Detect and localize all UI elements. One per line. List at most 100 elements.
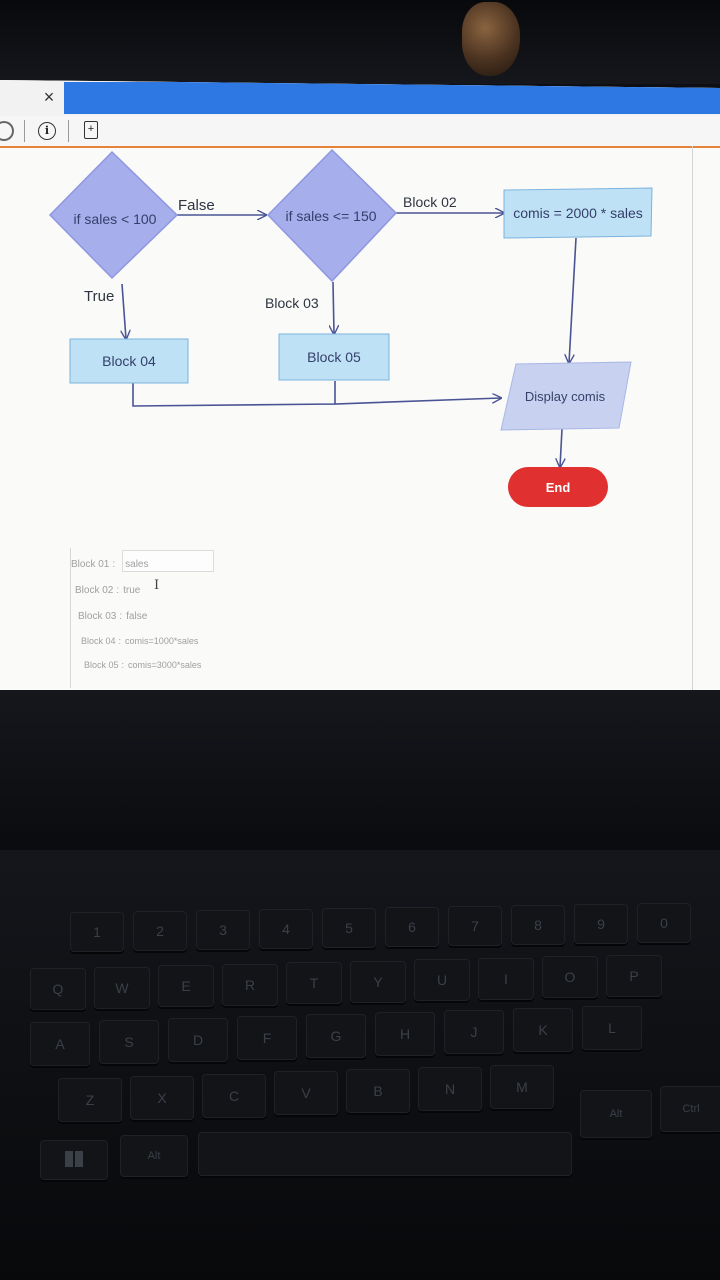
decision-1-label: if sales < 100 xyxy=(74,211,157,227)
key-8[interactable]: 8 xyxy=(511,905,565,945)
key-a[interactable]: A xyxy=(30,1022,90,1066)
value-row-label: Block 02 xyxy=(75,585,114,596)
end-label: End xyxy=(546,480,571,495)
key-9[interactable]: 9 xyxy=(574,904,628,944)
value-row-separator: : xyxy=(121,660,125,670)
text-cursor: I xyxy=(154,578,160,593)
browser-toolbar: i + xyxy=(0,116,720,148)
value-row-separator: : xyxy=(116,585,120,596)
display-label: Display comis xyxy=(525,389,606,404)
key-space[interactable] xyxy=(198,1132,572,1176)
key-t[interactable]: T xyxy=(286,962,342,1004)
key-2[interactable]: 2 xyxy=(133,911,187,951)
key-d[interactable]: D xyxy=(168,1018,228,1062)
active-tab[interactable] xyxy=(64,82,720,114)
key-i[interactable]: I xyxy=(478,957,534,1000)
value-row: Block 05:comis=3000*sales xyxy=(84,660,201,670)
key-h[interactable]: H xyxy=(375,1012,435,1056)
value-row-label: Block 01 xyxy=(71,559,110,570)
value-row: Block 04:comis=1000*sales xyxy=(81,636,198,646)
value-row: Block 03:false xyxy=(78,611,147,622)
info-icon[interactable]: i xyxy=(38,122,56,140)
value-row-label: Block 05 xyxy=(84,660,119,670)
process-shape xyxy=(503,187,653,239)
laptop-bezel-bottom xyxy=(0,690,720,870)
display-comis[interactable]: Display comis xyxy=(500,361,632,431)
block-values-panel: Block 01:sales Block 02:true Block 03:fa… xyxy=(70,548,371,688)
value-row-separator: : xyxy=(112,559,116,570)
edge-merge-to-display xyxy=(132,381,501,406)
key-1[interactable]: 1 xyxy=(70,912,124,952)
value-row: Block 01: sales xyxy=(71,559,149,570)
key-c[interactable]: C xyxy=(202,1073,266,1118)
key-b[interactable]: B xyxy=(346,1069,410,1114)
block03-label: Block 03 xyxy=(265,295,319,311)
false-label: False xyxy=(178,197,215,214)
key-m[interactable]: M xyxy=(490,1064,554,1109)
block02-label: Block 02 xyxy=(403,194,457,210)
block-04[interactable]: Block 04 xyxy=(69,338,189,384)
end-shape xyxy=(508,467,608,507)
key-e[interactable]: E xyxy=(158,965,214,1007)
key-3[interactable]: 3 xyxy=(196,910,250,950)
value-row-value: sales xyxy=(125,559,149,570)
key-w[interactable]: W xyxy=(94,966,150,1009)
toolbar-divider xyxy=(68,120,69,142)
key-x[interactable]: X xyxy=(130,1075,194,1120)
windows-logo-icon xyxy=(65,1151,83,1167)
key-s[interactable]: S xyxy=(99,1020,159,1064)
key-p[interactable]: P xyxy=(606,954,662,997)
key-u[interactable]: U xyxy=(414,959,470,1001)
block-05[interactable]: Block 05 xyxy=(278,333,390,381)
key-4[interactable]: 4 xyxy=(259,909,313,949)
value-row-label: Block 03 xyxy=(78,611,117,622)
decision-shape xyxy=(266,148,398,283)
flowchart-canvas: if sales < 100 if sales <= 150 comis = 2… xyxy=(48,148,653,507)
key-0[interactable]: 0 xyxy=(637,903,691,943)
edge-process-to-display xyxy=(569,237,577,363)
key-y[interactable]: Y xyxy=(350,960,406,1003)
block-05-label: Block 05 xyxy=(307,349,361,365)
key-f[interactable]: F xyxy=(237,1016,297,1060)
key-l[interactable]: L xyxy=(582,1006,642,1050)
value-row-separator: : xyxy=(119,611,123,622)
decision-sales-lt-100[interactable]: if sales < 100 xyxy=(48,150,179,280)
edge-true xyxy=(122,283,126,339)
key-n[interactable]: N xyxy=(418,1067,482,1111)
value-row-separator: : xyxy=(118,636,122,646)
close-tab-icon[interactable]: × xyxy=(43,87,55,107)
edge-display-to-end xyxy=(560,428,562,467)
key-g[interactable]: G xyxy=(306,1014,366,1058)
key-ctrl[interactable]: Ctrl xyxy=(660,1086,720,1132)
key-z[interactable]: Z xyxy=(58,1078,122,1122)
key-k[interactable]: K xyxy=(513,1008,573,1052)
key-v[interactable]: V xyxy=(274,1071,338,1116)
reload-icon[interactable] xyxy=(0,121,14,141)
key-q[interactable]: Q xyxy=(30,968,86,1010)
value-row-value: false xyxy=(126,611,148,622)
key-alt-left[interactable]: Alt xyxy=(120,1135,188,1177)
key-j[interactable]: J xyxy=(444,1010,504,1054)
key-6[interactable]: 6 xyxy=(385,907,439,947)
key-o[interactable]: O xyxy=(542,956,598,998)
object-on-bezel xyxy=(462,2,520,76)
key-alt-right[interactable]: Alt xyxy=(580,1090,652,1138)
new-page-icon[interactable]: + xyxy=(84,121,98,139)
block-04-label: Block 04 xyxy=(102,353,156,369)
key-7[interactable]: 7 xyxy=(448,906,502,946)
block-01-input[interactable] xyxy=(122,550,214,572)
key-5[interactable]: 5 xyxy=(322,908,376,948)
end-terminal[interactable]: End xyxy=(508,467,608,507)
process-top-label: comis = 2000 * sales xyxy=(513,205,643,221)
laptop-top-bezel xyxy=(0,0,720,84)
key-r[interactable]: R xyxy=(222,963,278,1006)
key-windows[interactable] xyxy=(40,1140,108,1180)
true-label: True xyxy=(84,288,114,305)
decision-2-label: if sales <= 150 xyxy=(285,208,376,224)
process-comis-2000[interactable]: comis = 2000 * sales xyxy=(503,187,653,239)
toolbar-divider xyxy=(24,120,25,142)
value-row-value: comis=3000*sales xyxy=(128,660,202,670)
decision-sales-le-150[interactable]: if sales <= 150 xyxy=(266,148,398,283)
value-row-value: comis=1000*sales xyxy=(125,636,199,646)
decision-shape xyxy=(48,150,179,280)
